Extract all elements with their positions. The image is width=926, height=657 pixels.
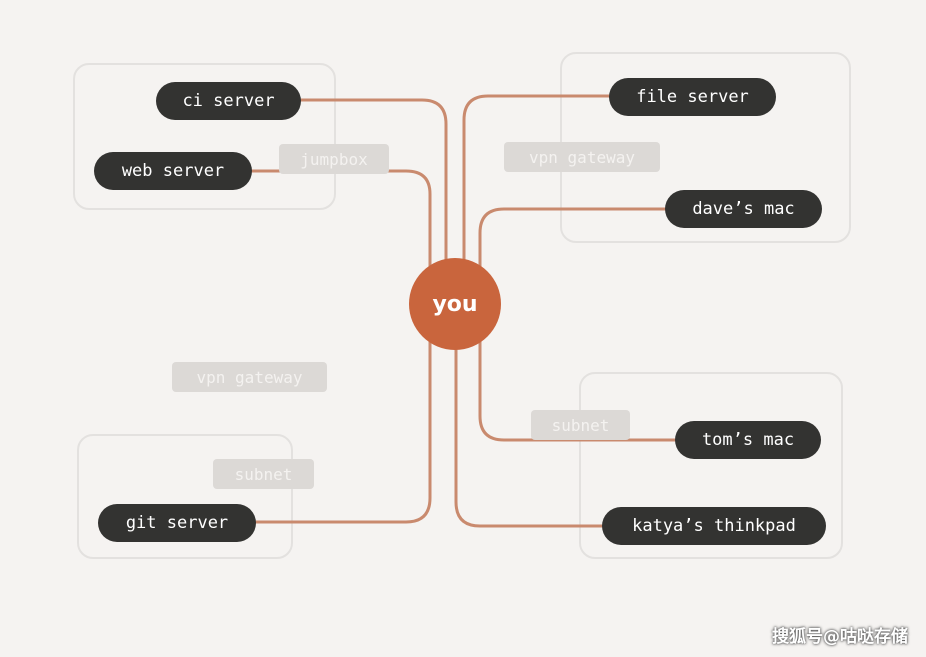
- link-katyas-thinkpad: [454, 348, 605, 528]
- tag-subnet-left: subnet: [213, 459, 314, 489]
- node-ci-server[interactable]: ci server: [156, 82, 301, 120]
- node-git-server[interactable]: git server: [98, 504, 256, 542]
- node-file-server[interactable]: file server: [609, 78, 776, 116]
- group-box-bottom-right: [579, 372, 843, 559]
- link-file-server: [462, 94, 612, 264]
- tag-vpn-gateway-left: vpn gateway: [172, 362, 327, 392]
- watermark: 搜狐号@咕哒存储: [772, 627, 908, 647]
- link-web-server: [248, 169, 432, 274]
- tag-subnet-right: subnet: [531, 410, 630, 440]
- node-web-server[interactable]: web server: [94, 152, 252, 190]
- link-ci-server: [298, 98, 448, 264]
- group-box-top-left: [73, 63, 336, 210]
- hub-you[interactable]: you: [409, 258, 501, 350]
- node-toms-mac[interactable]: tom’s mac: [675, 421, 821, 459]
- tag-jumpbox: jumpbox: [279, 144, 389, 174]
- link-daves-mac: [478, 207, 668, 272]
- node-katyas-thinkpad[interactable]: katya’s thinkpad: [602, 507, 826, 545]
- node-daves-mac[interactable]: dave’s mac: [665, 190, 822, 228]
- link-toms-mac: [478, 338, 678, 442]
- group-box-bottom-left: [77, 434, 293, 559]
- link-git-server: [253, 340, 432, 524]
- tag-vpn-gateway-right: vpn gateway: [504, 142, 660, 172]
